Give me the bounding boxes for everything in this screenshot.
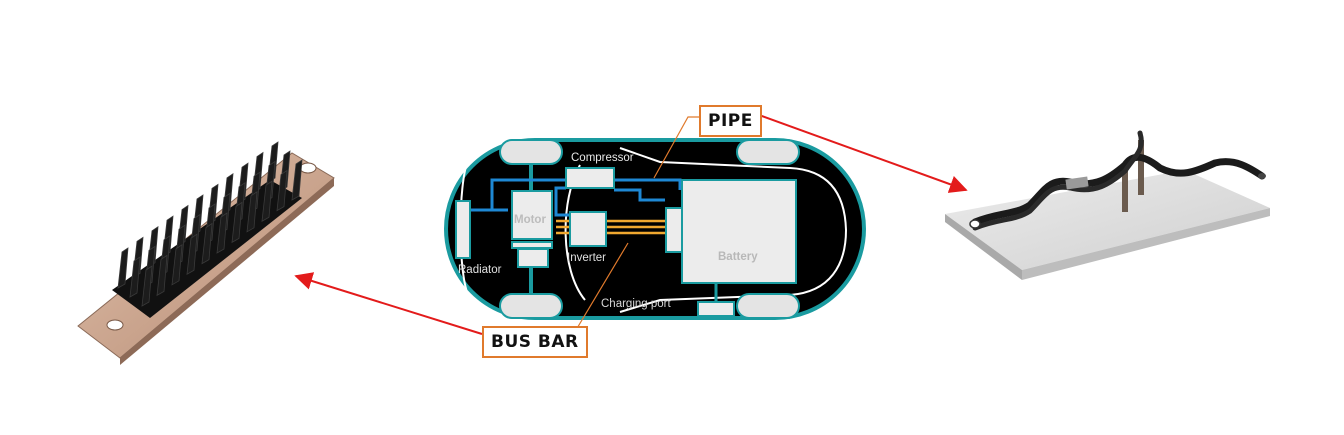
heat-sink-fin [129,256,141,298]
label-motor: Motor [514,214,546,226]
battery-block [681,179,797,284]
motor-mount [511,241,553,249]
pipe-product-image [945,130,1270,280]
compressor-block [565,167,615,189]
label-radiator: Radiator [458,264,502,276]
bus-bar-product-image [77,141,335,365]
heat-sink-fin [246,191,258,233]
wheel-rear-right [736,293,800,319]
heat-sink-fin [186,233,198,275]
heat-sink-fin [141,265,153,307]
label-compressor: Compressor [571,152,634,164]
label-charging-port: Charging port [601,298,671,310]
heat-sink-fin [276,169,288,212]
wheel-front-right [499,293,563,319]
radiator-block [455,200,471,259]
heat-sink-fin [117,247,129,289]
bus-bar-callout: BUS BAR [482,326,588,358]
inverter-block [569,211,607,247]
heat-sink-fin [231,201,243,244]
label-inverter: Inverter [567,252,606,264]
label-battery: Battery [718,251,758,263]
heat-sink-fin [156,254,168,297]
wheel-rear-left [736,139,800,165]
arrow-pipe-to-image [747,110,968,193]
heat-sink-fin [291,159,303,201]
arrow-busbar-to-image [294,272,483,335]
heat-sink-fin [216,212,228,254]
ev-car-diagram: Compressor Motor Inverter Radiator Batte… [444,138,866,320]
wheel-front-left [499,139,563,165]
heat-sink-fin [261,180,273,222]
car-body [444,138,866,320]
pipe-callout: PIPE [699,105,762,137]
heat-sink-fin [201,222,213,265]
motor-block [511,190,553,240]
heat-sink-fin [171,244,183,286]
reducer-block [517,248,549,268]
charging-port-block [697,301,735,317]
coolant-pipe-lines [467,178,682,217]
